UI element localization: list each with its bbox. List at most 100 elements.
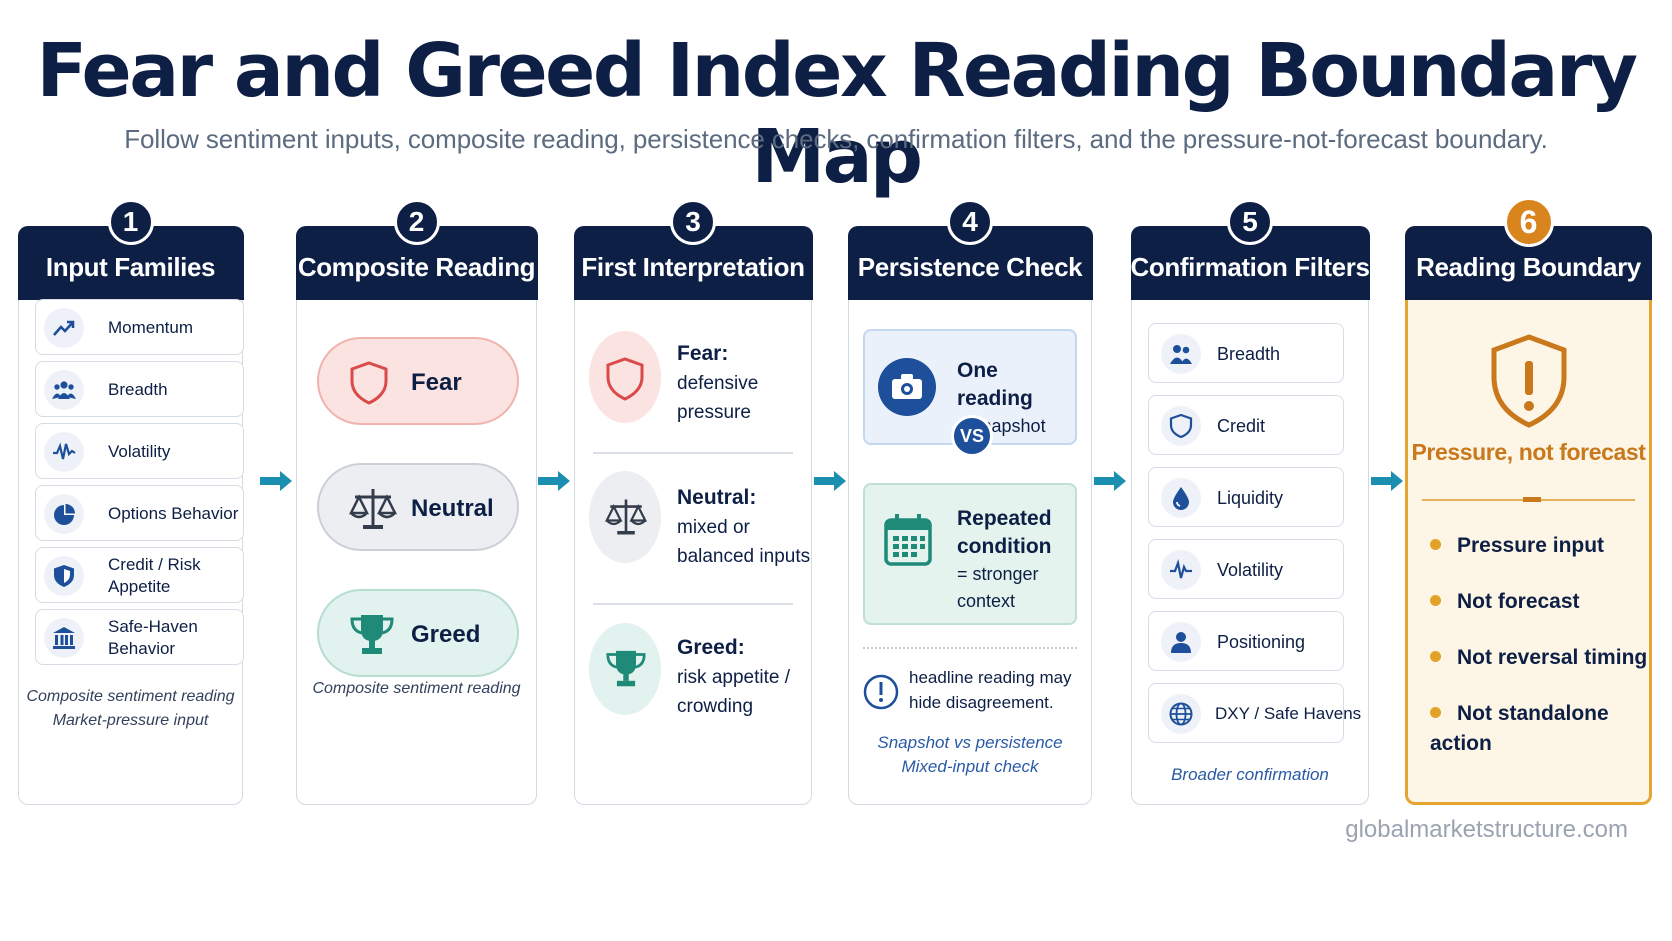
column-header: Confirmation Filters: [1130, 225, 1370, 300]
input-item-options-behavior: Options Behavior: [35, 485, 244, 541]
repeated-sub: = stronger: [957, 564, 1039, 584]
fear-badge: [589, 331, 661, 423]
repeated-sub: context: [957, 591, 1016, 611]
input-item-momentum: Momentum: [35, 299, 244, 355]
scale-icon: [605, 499, 647, 535]
people-icon: [44, 370, 84, 410]
input-item-credit-risk-appetite: Credit / Risk Appetite: [35, 547, 244, 603]
repeated-condition-box: Repeated condition = stronger context: [863, 483, 1077, 625]
state-pill-fear: Fear: [317, 337, 519, 425]
page-title: Fear and Greed Index Reading Boundary Ma…: [36, 28, 1638, 200]
input-item-breadth: Breadth: [35, 361, 244, 417]
interpretation-head: Neutral:: [677, 486, 757, 509]
warning-line: headline reading may: [909, 668, 1072, 687]
website-credit: globalmarketstructure.com: [1345, 816, 1628, 843]
filter-liquidity: Liquidity: [1148, 467, 1344, 527]
column-header: Persistence Check: [847, 225, 1093, 300]
interpretation-neutral: Neutral: mixed or balanced inputs: [677, 483, 810, 571]
filter-label: Breadth: [1217, 344, 1281, 364]
filter-breadth: Breadth: [1148, 323, 1344, 383]
interpretation-head: Greed:: [677, 636, 745, 659]
repeated-head: condition: [957, 535, 1052, 558]
step-number: 1: [107, 199, 154, 245]
state-pill-neutral: Neutral: [317, 463, 519, 551]
filter-label: Volatility: [1217, 560, 1284, 580]
one-reading-head: One reading: [957, 359, 1033, 410]
pulse-icon: [44, 432, 84, 472]
step-number: 3: [670, 199, 716, 245]
interpretation-text: risk appetite /: [677, 667, 790, 688]
filter-dxy-safe-havens: DXY / Safe Havens: [1148, 683, 1361, 743]
warning-text: headline reading may hide disagreement.: [909, 665, 1072, 715]
repeated-condition-text: Repeated condition = stronger context: [957, 505, 1052, 615]
column-header: Reading Boundary: [1405, 226, 1652, 300]
camera-icon: [878, 358, 936, 416]
filter-positioning: Positioning: [1148, 611, 1344, 671]
people-icon: [1161, 334, 1201, 374]
state-pill-greed: Greed: [317, 589, 519, 677]
boundary-item-label: Not reversal timing: [1457, 646, 1648, 669]
interpretation-text: pressure: [677, 402, 751, 423]
divider: [593, 603, 793, 605]
filter-label: DXY / Safe Havens: [1215, 704, 1362, 723]
column-footer: Mixed-input check: [901, 757, 1039, 776]
filter-label: Liquidity: [1217, 488, 1284, 508]
interpretation-fear: Fear: defensive pressure: [677, 339, 758, 427]
boundary-heading: Pressure, not forecast: [1411, 439, 1646, 465]
input-label: Momentum: [108, 318, 194, 337]
interpretation-text: crowding: [677, 696, 754, 717]
filter-credit: Credit: [1148, 395, 1344, 455]
column-reading-boundary: Reading Boundary 6 Pressure, not forecas…: [1405, 197, 1652, 805]
interpretation-text: mixed or: [677, 517, 750, 538]
column-first-interpretation: First Interpretation 3 Fear: defensive p…: [573, 199, 813, 805]
alert-icon: [863, 674, 899, 710]
step-number: 2: [393, 199, 440, 245]
trophy-icon: [606, 650, 646, 687]
boundary-divider-mark: [1523, 497, 1541, 502]
column-footer: Composite sentiment reading: [312, 680, 521, 697]
repeated-head: Repeated: [957, 507, 1052, 530]
column-persistence-check: Persistence Check 4 One reading = snapsh…: [847, 199, 1093, 805]
boundary-item: Not forecast: [1430, 587, 1580, 617]
input-item-volatility: Volatility: [35, 423, 244, 479]
column-footer: Market-pressure input: [52, 712, 209, 729]
globe-icon: [1161, 694, 1201, 734]
scale-icon: [349, 489, 397, 529]
filter-volatility: Volatility: [1148, 539, 1344, 599]
trophy-icon: [350, 615, 394, 654]
column-footer: Snapshot vs persistence: [877, 733, 1063, 752]
page-subtitle: Follow sentiment inputs, composite readi…: [124, 124, 1548, 154]
drop-icon: [1161, 478, 1201, 518]
bank-icon: [44, 618, 84, 658]
state-label: Greed: [411, 621, 481, 648]
shield-icon: [44, 556, 84, 596]
input-label: Safe-Haven Behavior: [108, 617, 198, 658]
interpretation-greed: Greed: risk appetite / crowding: [677, 633, 790, 721]
state-label: Neutral: [411, 495, 494, 522]
column-input-families: Input Families 1 Momentum Breadth Volati…: [17, 199, 244, 805]
warning-line: hide disagreement.: [909, 693, 1054, 712]
pie-chart-icon: [44, 494, 84, 534]
step-number: 5: [1227, 199, 1273, 245]
input-label: Breadth: [108, 380, 168, 399]
divider: [593, 452, 793, 454]
shield-icon: [1161, 406, 1201, 446]
input-label: Options Behavior: [108, 504, 239, 523]
boundary-item-label: Pressure input: [1457, 534, 1605, 557]
boundary-item-label: Not forecast: [1457, 590, 1580, 613]
greed-badge: [589, 623, 661, 715]
filter-label: Credit: [1217, 416, 1266, 436]
shield-icon: [606, 357, 644, 401]
step-number: 4: [947, 199, 993, 245]
state-label: Fear: [411, 369, 462, 396]
interpretation-text: defensive: [677, 373, 759, 394]
vs-badge: VS: [951, 415, 993, 457]
column-confirmation-filters: Confirmation Filters 5 Breadth Credit Li…: [1130, 199, 1370, 805]
shield-icon: [350, 361, 388, 405]
interpretation-text: balanced inputs: [677, 546, 811, 567]
column-composite-reading: Composite Reading 2 Fear Neutral Greed C…: [295, 199, 538, 805]
column-footer: Broader confirmation: [1171, 765, 1329, 784]
warning-shield-icon: [1491, 334, 1567, 428]
pulse-icon: [1161, 550, 1201, 590]
boundary-item: Pressure input: [1430, 531, 1604, 561]
